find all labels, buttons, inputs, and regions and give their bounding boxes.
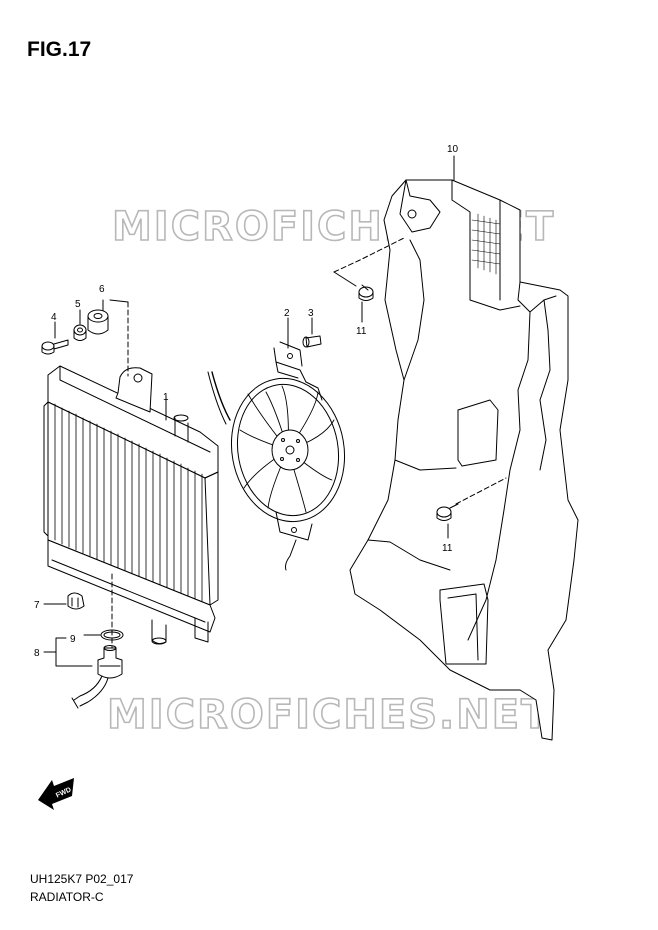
watermark-bottom: MICROFICHES.NET <box>107 692 550 738</box>
leader-line <box>102 299 129 311</box>
collar-part <box>73 324 87 341</box>
cushion-part <box>87 309 109 335</box>
o-ring-inner <box>103 631 121 639</box>
o-ring-part <box>100 629 124 641</box>
fan-bolt-part <box>302 335 322 348</box>
callout-2: 2 <box>284 308 290 319</box>
screw-lower-part <box>436 503 459 521</box>
shroud-cover <box>349 179 579 741</box>
callout-6: 6 <box>99 284 105 295</box>
callout-1: 1 <box>163 392 169 403</box>
alignment-line <box>333 237 405 273</box>
screw-upper-part <box>358 284 374 301</box>
cooling-fan <box>207 341 346 571</box>
callout-11-upper: 11 <box>356 326 367 337</box>
callout-11-lower: 11 <box>442 543 453 554</box>
alignment-line <box>455 477 507 505</box>
footer-diagram-code: UH125K7 P02_017 <box>30 872 134 886</box>
callout-4: 4 <box>51 312 57 323</box>
thermo-switch-part <box>71 645 123 709</box>
leader-line <box>333 271 357 287</box>
cap-part <box>67 592 85 610</box>
callout-8: 8 <box>34 648 40 659</box>
bolt-part <box>41 339 69 355</box>
callout-10: 10 <box>447 144 459 155</box>
figure-title: FIG.17 <box>27 38 92 61</box>
forward-arrow-icon: FWD <box>38 778 74 810</box>
footer-diagram-name: RADIATOR-C <box>30 890 104 904</box>
radiator <box>43 365 219 645</box>
callout-7: 7 <box>34 600 40 611</box>
callout-5: 5 <box>75 299 81 310</box>
leader-line <box>43 637 93 667</box>
callout-9: 9 <box>70 634 76 645</box>
callout-3: 3 <box>308 308 314 319</box>
